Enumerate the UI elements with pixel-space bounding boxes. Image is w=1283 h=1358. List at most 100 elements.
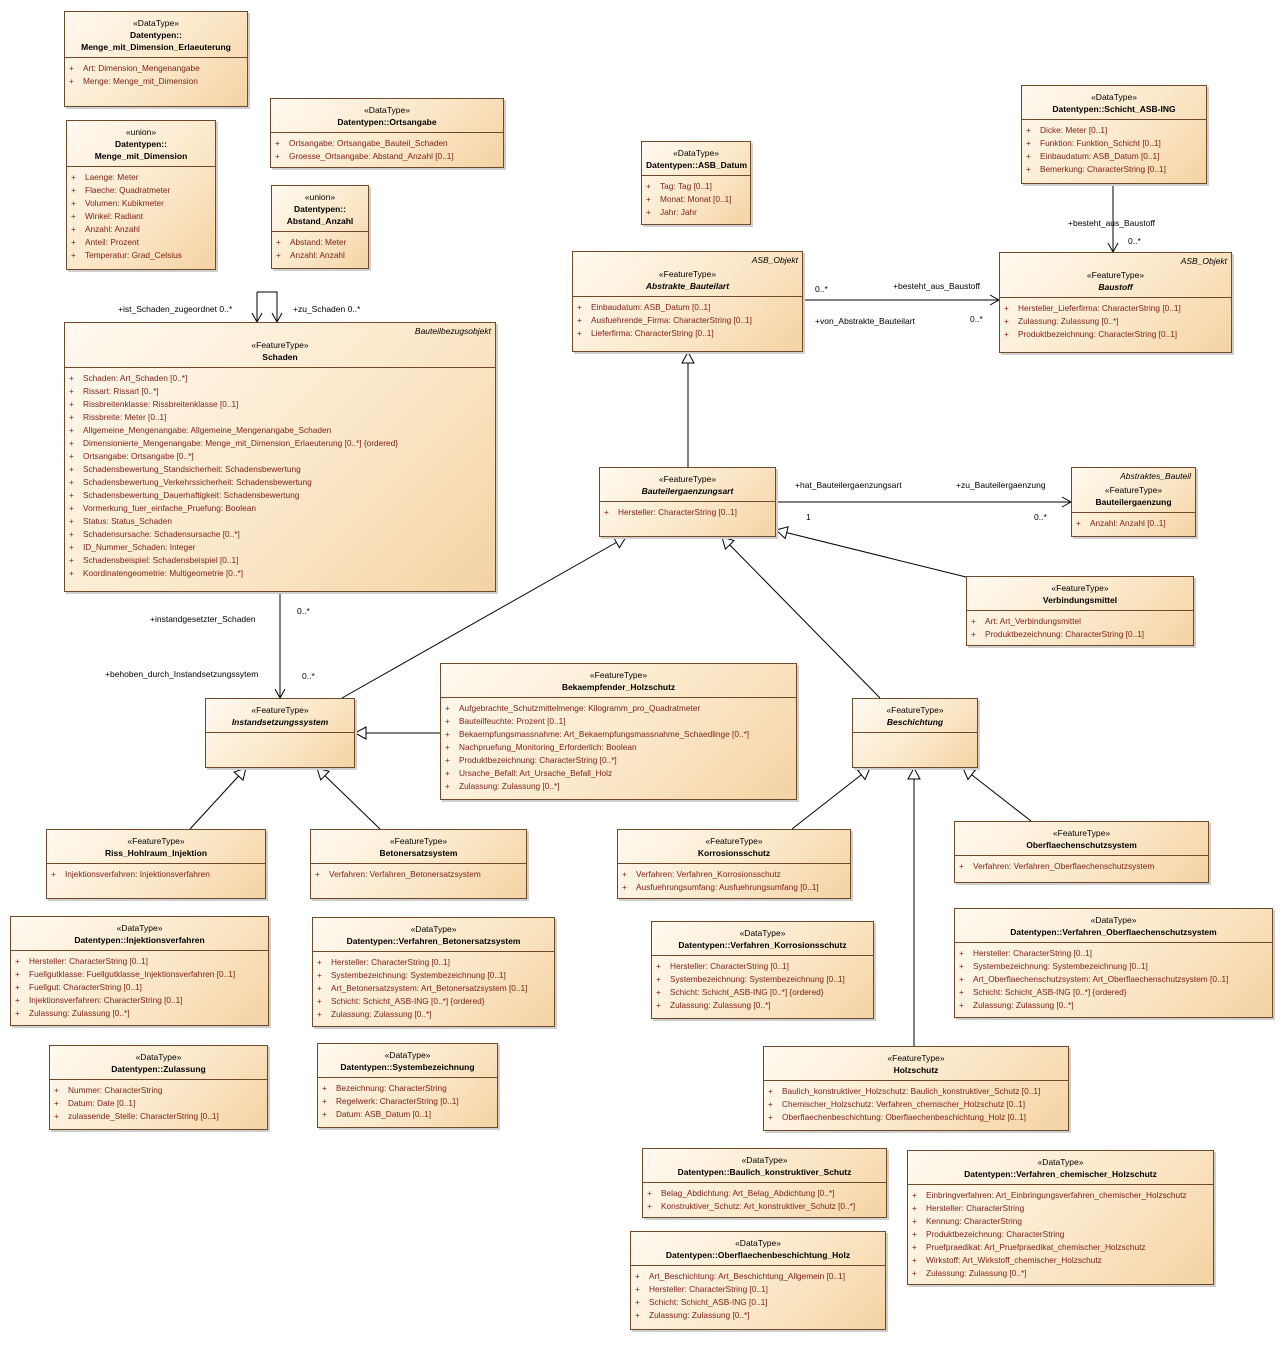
class-bauteilergaenzungsart[interactable]: «FeatureType»Bauteilergaenzungsart+Herst… (599, 467, 776, 537)
class-riss-hohlraum-injektion[interactable]: «FeatureType»Riss_Hohlraum_Injektion+Inj… (46, 829, 266, 899)
class-baulich-konstruktiver-schutz[interactable]: «DataType»Datentypen::Baulich_konstrukti… (642, 1148, 887, 1218)
class-bauteilergaenzung[interactable]: Abstraktes_Bauteil«FeatureType»Bauteiler… (1071, 467, 1196, 537)
class-header: «DataType»Datentypen::Ortsangabe (271, 99, 503, 133)
class-name: Datentypen::Systembezeichnung (340, 1062, 475, 1072)
class-stereotype: «DataType» (735, 1238, 781, 1248)
class-name: Datentypen::Baulich_konstruktiver_Schutz (677, 1167, 852, 1177)
class-name: Datentypen:: Menge_mit_Dimension_Erlaeut… (81, 30, 231, 52)
class-systembezeichnung[interactable]: «DataType»Datentypen::Systembezeichnung+… (317, 1043, 498, 1128)
class-attributes: +Einbaudatum: ASB_Datum [0..1]+Ausfuehre… (573, 297, 802, 344)
visibility-public-icon: + (15, 956, 20, 966)
attribute-text: Systembezeichnung: Systembezeichnung [0.… (973, 961, 1148, 971)
visibility-public-icon: + (912, 1229, 917, 1239)
class-verfahren-korrosionsschutz[interactable]: «DataType»Datentypen::Verfahren_Korrosio… (651, 921, 874, 1019)
class-stereotype: «DataType» (1090, 915, 1137, 925)
class-ortsangabe[interactable]: «DataType»Datentypen::Ortsangabe+Ortsang… (270, 98, 504, 168)
attribute-text: Datum: Date [0..1] (68, 1098, 136, 1108)
class-oberflaechenbeschichtung-holz[interactable]: «DataType»Datentypen::Oberflaechenbeschi… (630, 1231, 886, 1330)
class-schicht-asb-ing[interactable]: «DataType»Datentypen::Schicht_ASB-ING+Di… (1021, 85, 1207, 184)
class-abstand-anzahl[interactable]: «union»Datentypen:: Abstand_Anzahl+Absta… (271, 185, 369, 269)
class-header: «FeatureType»Verbindungsmittel (967, 577, 1193, 611)
class-attribute: +Zulassung: Zulassung [0..*] (912, 1267, 1209, 1280)
class-menge-mit-dimension[interactable]: «union»Datentypen:: Menge_mit_Dimension+… (66, 120, 216, 270)
class-verfahren-betonersatzsystem[interactable]: «DataType»Datentypen::Verfahren_Betoners… (312, 917, 555, 1027)
visibility-public-icon: + (959, 987, 964, 997)
visibility-public-icon: + (635, 1297, 640, 1307)
class-bekaempfender-holzschutz[interactable]: «FeatureType»Bekaempfender_Holzschutz+Au… (440, 663, 797, 800)
class-attribute: +Art_Oberflaechenschutzsystem: Art_Oberf… (959, 973, 1268, 986)
attribute-text: Schicht: Schicht_ASB-ING [0..*] {ordered… (670, 987, 824, 997)
attribute-text: Injektionsverfahren: CharacterString [0.… (29, 995, 183, 1005)
visibility-public-icon: + (276, 250, 281, 260)
class-verfahren-chemischer-holzschutz[interactable]: «DataType»Datentypen::Verfahren_chemisch… (907, 1150, 1214, 1285)
class-attributes: +Abstand: Meter+Anzahl: Anzahl (272, 232, 368, 266)
class-attributes: +Tag: Tag [0..1]+Monat: Monat [0..1]+Jah… (642, 176, 750, 223)
class-menge-mit-dimension-erlaeuterung[interactable]: «DataType»Datentypen:: Menge_mit_Dimensi… (64, 11, 248, 107)
class-attribute: +Laenge: Meter (71, 171, 211, 184)
attribute-text: zulassende_Stelle: CharacterString [0..1… (68, 1111, 219, 1121)
class-header: «union»Datentypen:: Menge_mit_Dimension (67, 121, 215, 167)
label-behoben-durch-instandsetzungssytem: +behoben_durch_Instandsetzungssytem (105, 669, 259, 679)
attribute-text: Anteil: Prozent (85, 237, 139, 247)
class-attribute: +Hersteller: CharacterString [0..1] (656, 960, 869, 973)
class-attribute: + Jahr: Jahr (646, 206, 746, 219)
attribute-text: Art_Betonersatzsystem: Art_Betonersatzsy… (331, 983, 528, 993)
attribute-text: Zulassung: Zulassung [0..*] (973, 1000, 1074, 1010)
class-attribute: +Bauteilfeuchte: Prozent [0..1] (445, 715, 792, 728)
class-attribute: +Volumen: Kubikmeter (71, 197, 211, 210)
class-attributes: +Injektionsverfahren: Injektionsverfahre… (47, 864, 265, 885)
instandsetzungssystem-generalization (341, 536, 627, 699)
class-name: Instandsetzungssystem (231, 717, 329, 727)
class-attribute: +Hersteller: CharacterString (912, 1202, 1209, 1215)
class-attributes: +Hersteller: CharacterString [0..1] (600, 502, 775, 523)
class-name: Datentypen::Verfahren_chemischer_Holzsch… (964, 1169, 1157, 1179)
visibility-public-icon: + (69, 76, 74, 86)
attribute-text: Temperatur: Grad_Celsius (85, 250, 182, 260)
class-stereotype: «FeatureType» (887, 1053, 945, 1063)
visibility-public-icon: + (577, 328, 582, 338)
class-verbindungsmittel[interactable]: «FeatureType»Verbindungsmittel+Art: Art_… (966, 576, 1194, 646)
class-abstrakte-bauteilart[interactable]: ASB_Objekt«FeatureType»Abstrakte_Bauteil… (572, 251, 803, 352)
visibility-public-icon: + (646, 207, 651, 217)
attribute-text: Funktion: Funktion_Schicht [0..1] (1040, 138, 1161, 148)
class-header: «DataType»Datentypen::Verfahren_chemisch… (908, 1151, 1213, 1185)
attribute-text: Jahr: Jahr (660, 207, 697, 217)
class-schaden[interactable]: Bauteilbezugsobjekt«FeatureType»Schaden+… (64, 322, 496, 592)
attribute-text: Schadensbewertung_Verkehrssicherheit: Sc… (83, 477, 312, 487)
visibility-public-icon: + (912, 1190, 917, 1200)
attribute-text: Einbaudatum: ASB_Datum [0..1] (591, 302, 711, 312)
attribute-text: Vormerkung_fuer_einfache_Pruefung: Boole… (83, 503, 256, 513)
class-beschichtung[interactable]: «FeatureType»Beschichtung (852, 698, 978, 768)
class-baustoff[interactable]: ASB_Objekt«FeatureType»Baustoff+Herstell… (999, 252, 1232, 353)
class-name: Riss_Hohlraum_Injektion (104, 848, 208, 858)
class-attribute: +Bezeichnung: CharacterString (322, 1082, 493, 1095)
class-asb-datum[interactable]: «DataType»Datentypen::ASB_Datum+Tag: Tag… (641, 141, 751, 225)
visibility-public-icon: + (69, 386, 74, 396)
class-header: «FeatureType»Betonersatzsystem (311, 830, 526, 864)
attribute-text: Ausfuehrungsumfang: Ausfuehrungsumfang [… (636, 882, 819, 892)
class-name: Korrosionsschutz (697, 848, 771, 858)
class-context: Bauteilbezugsobjekt (414, 326, 491, 336)
attribute-text: Art_Beschichtung: Art_Beschichtung_Allge… (649, 1271, 846, 1281)
class-stereotype: «FeatureType» (886, 705, 944, 715)
visibility-public-icon: + (315, 869, 320, 879)
class-context: Abstraktes_Bauteil (1120, 471, 1191, 481)
class-name: Datentypen::Schicht_ASB-ING (1052, 104, 1176, 114)
class-stereotype: «FeatureType» (658, 474, 717, 484)
class-attribute: +Produktbezeichnung: CharacterString [0.… (971, 628, 1189, 641)
class-instandsetzungssystem[interactable]: «FeatureType»Instandsetzungssystem (205, 698, 355, 768)
attribute-text: Fuellgutklasse: Fuellgutklasse_Injektion… (29, 969, 236, 979)
class-oberflaechenschutzsystem[interactable]: «FeatureType»Oberflaechenschutzsystem+Ve… (954, 821, 1209, 883)
class-header: «DataType»Datentypen::Zulassung (50, 1046, 267, 1080)
class-holzschutz[interactable]: «FeatureType»Holzschutz+Baulich_konstruk… (763, 1046, 1069, 1131)
class-attribute: +Nachpruefung_Monitoring_Erforderlich: B… (445, 741, 792, 754)
class-injektionsverfahren[interactable]: «DataType»Datentypen::Injektionsverfahre… (10, 916, 269, 1026)
class-zulassung[interactable]: «DataType»Datentypen::Zulassung+Nummer: … (49, 1045, 268, 1130)
attribute-text: Zulassung: Zulassung [0..*] (459, 781, 560, 791)
class-header: «FeatureType»Korrosionsschutz (618, 830, 850, 864)
visibility-public-icon: + (577, 302, 582, 312)
class-attribute: +Verfahren: Verfahren_Oberflaechenschutz… (959, 860, 1204, 873)
class-korrosionsschutz[interactable]: «FeatureType»Korrosionsschutz+Verfahren:… (617, 829, 851, 899)
class-betonersatzsystem[interactable]: «FeatureType»Betonersatzsystem+Verfahren… (310, 829, 527, 899)
class-verfahren-oberflaechenschutzsystem[interactable]: «DataType»Datentypen::Verfahren_Oberflae… (954, 908, 1273, 1018)
